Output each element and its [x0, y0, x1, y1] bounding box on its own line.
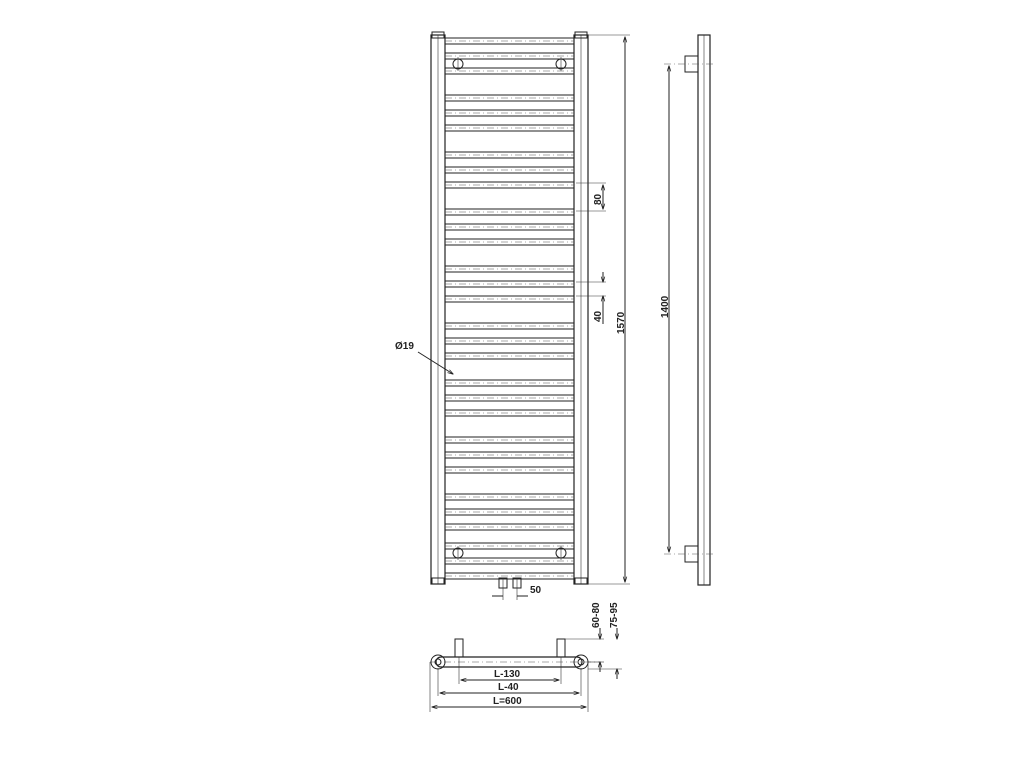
horizontal-tube	[445, 493, 574, 501]
dim-wall-distance-b-label: 75-95	[609, 602, 620, 628]
horizontal-tube	[445, 557, 574, 565]
horizontal-tube	[445, 409, 574, 417]
horizontal-tube	[445, 124, 574, 132]
dim-bracket-span: L-130	[458, 657, 562, 684]
horizontal-tube	[445, 94, 574, 102]
horizontal-tube	[445, 451, 574, 459]
horizontal-tube	[445, 295, 574, 303]
dim-inner-width: L-40	[437, 668, 582, 696]
mount-hole-top-left	[452, 57, 464, 71]
horizontal-tube	[445, 223, 574, 231]
horizontal-tube	[445, 466, 574, 474]
horizontal-tube	[445, 394, 574, 402]
dim-mount-height: 1400	[660, 66, 671, 552]
horizontal-tube	[445, 508, 574, 516]
dim-tube-diameter-label: Ø19	[395, 341, 414, 352]
dim-wall-distance-a-label: 60-80	[591, 602, 602, 628]
dim-tube-gap: 40	[576, 272, 606, 324]
horizontal-tube	[445, 379, 574, 387]
front-view: 50 1570 80 40 Ø19	[395, 31, 630, 600]
dim-total-height: 1570	[588, 34, 630, 585]
horizontal-tube	[445, 322, 574, 330]
dim-tube-diameter: Ø19	[395, 341, 453, 374]
horizontal-tube	[445, 352, 574, 360]
dim-overall-width-label: L=600	[493, 696, 522, 707]
dim-total-height-label: 1570	[616, 311, 627, 334]
dim-bracket-span-label: L-130	[494, 669, 521, 680]
dim-mount-height-label: 1400	[660, 295, 671, 318]
horizontal-tube	[445, 37, 574, 45]
dim-inner-width-label: L-40	[498, 682, 519, 693]
horizontal-tube	[445, 523, 574, 531]
dim-tube-group-label: 80	[593, 193, 604, 205]
horizontal-tube	[445, 572, 574, 580]
horizontal-tube	[445, 238, 574, 246]
mount-hole-top-right	[555, 57, 567, 71]
horizontal-tube	[445, 337, 574, 345]
horizontal-tube	[445, 542, 574, 550]
horizontal-tube	[445, 109, 574, 117]
dim-connection-label: 50	[530, 585, 542, 596]
side-view: 1400	[660, 34, 716, 586]
mount-hole-bottom-right	[555, 546, 567, 560]
horizontal-tube	[445, 436, 574, 444]
dim-tube-group: 80	[576, 182, 606, 212]
dim-wall-distance: 60-80 75-95	[565, 602, 622, 679]
horizontal-tube	[445, 52, 574, 60]
dim-tube-gap-label: 40	[593, 310, 604, 322]
horizontal-tube	[445, 208, 574, 216]
top-bracket-left	[454, 638, 464, 658]
bottom-connections	[492, 577, 528, 600]
mount-hole-bottom-left	[452, 546, 464, 560]
tube-rows	[445, 37, 574, 580]
horizontal-tube	[445, 151, 574, 159]
horizontal-tube	[445, 265, 574, 273]
horizontal-tube	[445, 181, 574, 189]
horizontal-tube	[445, 67, 574, 75]
horizontal-tube	[445, 166, 574, 174]
horizontal-tube	[445, 280, 574, 288]
dim-overall-width: L=600	[429, 662, 589, 712]
top-view: 60-80 75-95 L-130 L-40 L=600	[429, 602, 622, 712]
top-bracket-right	[556, 638, 566, 658]
